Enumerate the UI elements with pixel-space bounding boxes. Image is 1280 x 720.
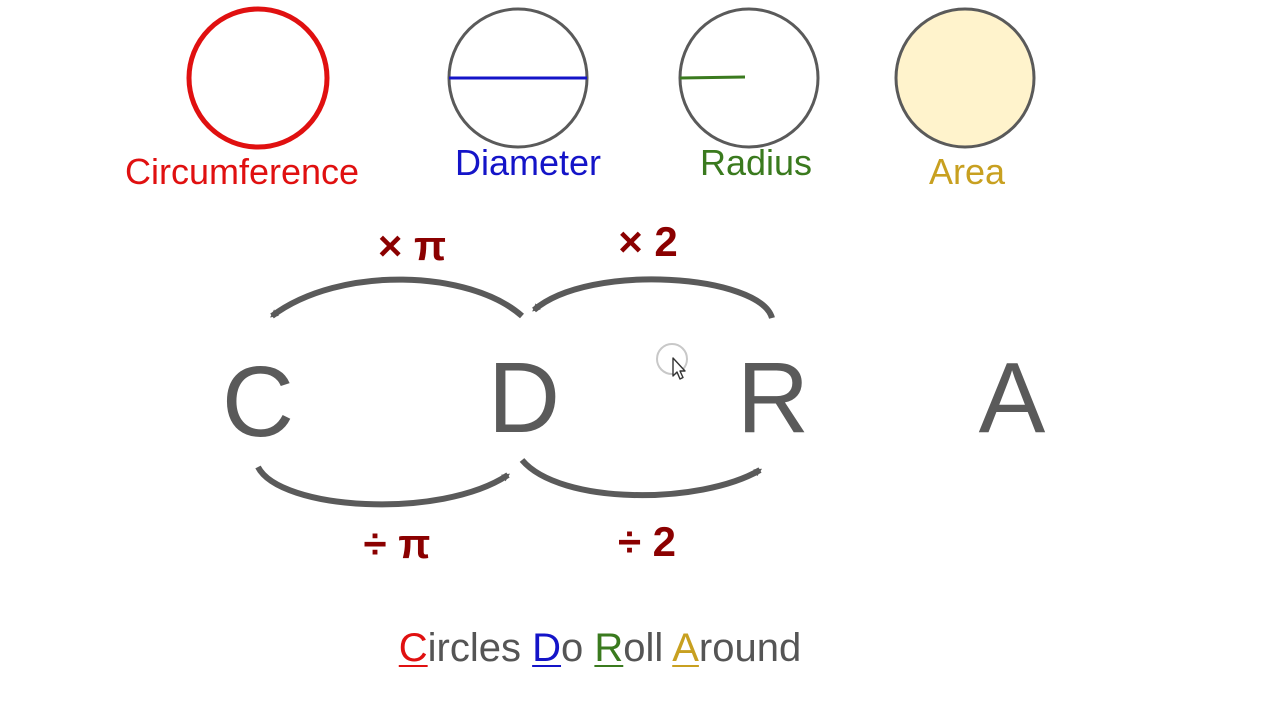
letter-d: D <box>488 342 560 454</box>
radius-line <box>679 75 746 80</box>
multiply-pi-label: × π <box>378 222 446 269</box>
mnemonic-word-roll: Roll <box>594 626 663 670</box>
arrow-d-to-c <box>270 276 524 319</box>
circumference-circle-icon <box>186 6 330 150</box>
mnemonic-phrase: Circles Do Roll Around <box>0 626 1200 671</box>
mnemonic-initial-r: R <box>594 626 624 670</box>
mnemonic-word-do: Do <box>532 626 583 670</box>
diameter-label: Diameter <box>455 142 601 183</box>
mnemonic-rest-roll: oll <box>623 626 664 670</box>
mouse-cursor-icon <box>656 343 688 380</box>
radius-label: Radius <box>700 142 812 183</box>
mnemonic-initial-d: D <box>532 626 562 670</box>
circumference-label: Circumference <box>125 151 359 192</box>
letter-c: C <box>222 346 294 458</box>
mnemonic-rest-do: o <box>561 626 584 670</box>
mnemonic-rest-circles: ircles <box>427 626 521 670</box>
arrow-c-to-d <box>255 465 511 508</box>
mnemonic-word-circles: Circles <box>399 626 521 670</box>
area-circle-icon <box>894 7 1036 149</box>
letter-r: R <box>737 342 809 454</box>
divide-2-label: ÷ 2 <box>618 518 676 565</box>
multiply-2-label: × 2 <box>618 218 678 265</box>
mnemonic-word-around: Around <box>672 626 801 670</box>
mnemonic-rest-around: round <box>698 626 802 670</box>
arrow-r-to-d <box>532 276 775 320</box>
letter-a: A <box>979 342 1046 454</box>
mnemonic-initial-a: A <box>672 626 699 670</box>
arrow-d-to-r <box>519 457 763 499</box>
area-label: Area <box>929 151 1006 192</box>
divide-pi-label: ÷ π <box>364 520 431 567</box>
mnemonic-initial-c: C <box>398 626 428 670</box>
